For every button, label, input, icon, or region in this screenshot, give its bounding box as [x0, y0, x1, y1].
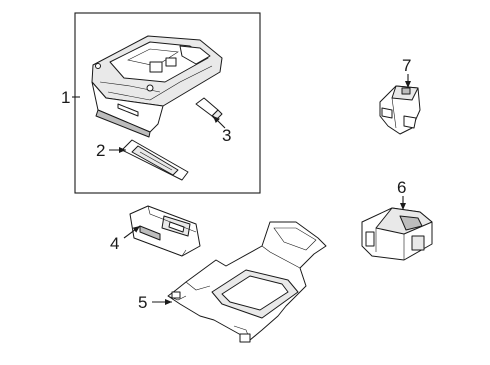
- control-module-6-part: [361, 207, 433, 261]
- callout-1: 1: [61, 88, 70, 107]
- callout-4: 4: [110, 234, 119, 253]
- switch-module-part: [129, 205, 201, 257]
- leader-lines: [72, 74, 411, 305]
- bulb-connector-part: [195, 97, 223, 121]
- overhead-console-part: [91, 35, 223, 138]
- callout-3: 3: [222, 126, 231, 145]
- assembly-1-frame: [74, 12, 261, 194]
- callout-2: 2: [96, 141, 105, 160]
- callout-6: 6: [397, 178, 406, 197]
- mounting-frame-part: [167, 221, 327, 343]
- lens-panel-part: [121, 139, 189, 181]
- control-module-7-part: [379, 85, 421, 135]
- callout-5: 5: [138, 293, 147, 312]
- leader-3: [212, 115, 226, 129]
- leader-4: [123, 225, 141, 239]
- callout-7: 7: [402, 56, 411, 75]
